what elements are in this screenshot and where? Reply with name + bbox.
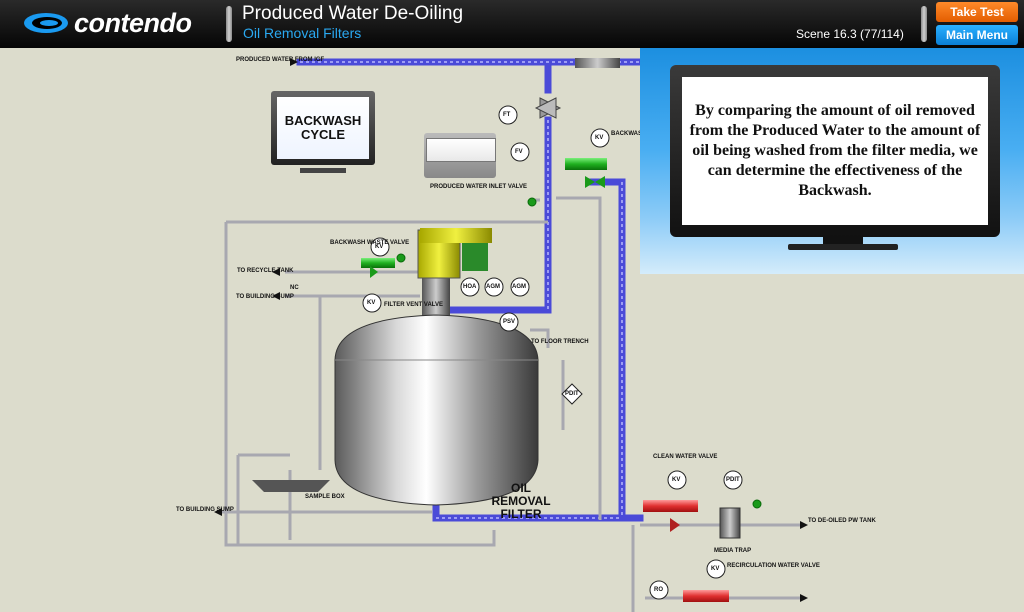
backwash-valve-label: BACKWASH VALVE (611, 131, 667, 137)
media-trap-label: MEDIA TRAP (714, 548, 752, 554)
ft-label: FT (503, 112, 511, 118)
agm-label: AGM (486, 284, 500, 290)
kv-label-waste: KV (375, 244, 384, 250)
callout-panel: By comparing the amount of oil removed f… (640, 48, 1024, 274)
nc-label: NC (290, 285, 299, 291)
recycle-tank-label: TO RECYCLE TANK (237, 268, 294, 274)
tv-monitor-icon: By comparing the amount of oil removed f… (670, 65, 1000, 237)
kv-label-clean: KV (672, 477, 681, 483)
sample-box-label: SAMPLE BOX (305, 494, 345, 500)
monitor-text: BACKWASH CYCLE (277, 97, 369, 159)
tv-screen: By comparing the amount of oil removed f… (682, 77, 988, 225)
top-bar: contendo Produced Water De-Oiling Oil Re… (0, 0, 1024, 48)
tv-base (788, 244, 898, 250)
flow-arrow-icon (214, 58, 808, 602)
recirculation-valve-label: RECIRCULATION WATER VALVE (727, 563, 820, 569)
header-divider-right (921, 6, 927, 42)
agm-label-2: AGM (512, 284, 526, 290)
backwash-cycle-monitor: BACKWASH CYCLE (271, 91, 375, 165)
callout-text: By comparing the amount of oil removed f… (689, 102, 981, 199)
page-title: Produced Water De-Oiling (242, 3, 464, 24)
floor-trench-label: TO FLOOR TRENCH (531, 339, 589, 345)
process-diagram (214, 58, 808, 612)
oil-removal-filter-tank (334, 272, 539, 506)
gauge-icon (426, 138, 496, 162)
contendo-logo-icon (24, 13, 68, 33)
kv-label-backwash: KV (595, 135, 604, 141)
motor-icon (417, 228, 492, 279)
ro-label: RO (654, 587, 663, 593)
idle-pipe (218, 196, 800, 612)
tv-stand (823, 237, 863, 245)
clean-water-valve-icon (643, 500, 698, 532)
source-label: PRODUCED WATER FROM IGF (236, 57, 325, 63)
hoa-label: HOA (463, 284, 477, 290)
scene-counter: Scene 16.3 (77/114) (796, 27, 904, 41)
recirculation-valve-icon (683, 590, 729, 602)
tank-label: OIL REMOVAL FILTER (491, 481, 551, 521)
keyboard-icon (300, 168, 346, 173)
building-sump-label-2: TO BUILDING SUMP (176, 507, 234, 513)
pdit-label: PDIT (565, 391, 579, 397)
pdit-label-2: PDIT (726, 477, 740, 483)
de-oiled-tank-label: TO DE-OILED PW TANK (808, 518, 876, 524)
inlet-valve-body-icon (534, 97, 562, 119)
logo-text: contendo (74, 8, 192, 38)
sample-box-icon (252, 480, 330, 492)
main-menu-button[interactable]: Main Menu (936, 25, 1018, 45)
fv-label: FV (515, 149, 523, 155)
kv-label-recirc: KV (711, 566, 720, 572)
kv-label-vent: KV (367, 300, 376, 306)
page-subtitle: Oil Removal Filters (243, 25, 362, 41)
media-trap-icon (719, 507, 741, 539)
backwash-waste-valve-icon (361, 258, 395, 278)
psv-label: PSV (503, 319, 516, 325)
filter-vent-valve-label: FILTER VENT VALVE (384, 302, 444, 308)
backwash-valve-icon (565, 158, 607, 188)
inlet-valve-label: PRODUCED WATER INLET VALVE (430, 184, 528, 190)
header-divider (226, 6, 232, 42)
backwash-waste-valve-label: BACKWASH WASTE VALVE (330, 240, 410, 246)
building-sump-label: TO BUILDING SUMP (236, 294, 294, 300)
clean-water-valve-label: CLEAN WATER VALVE (653, 454, 718, 460)
take-test-button[interactable]: Take Test (936, 2, 1018, 22)
